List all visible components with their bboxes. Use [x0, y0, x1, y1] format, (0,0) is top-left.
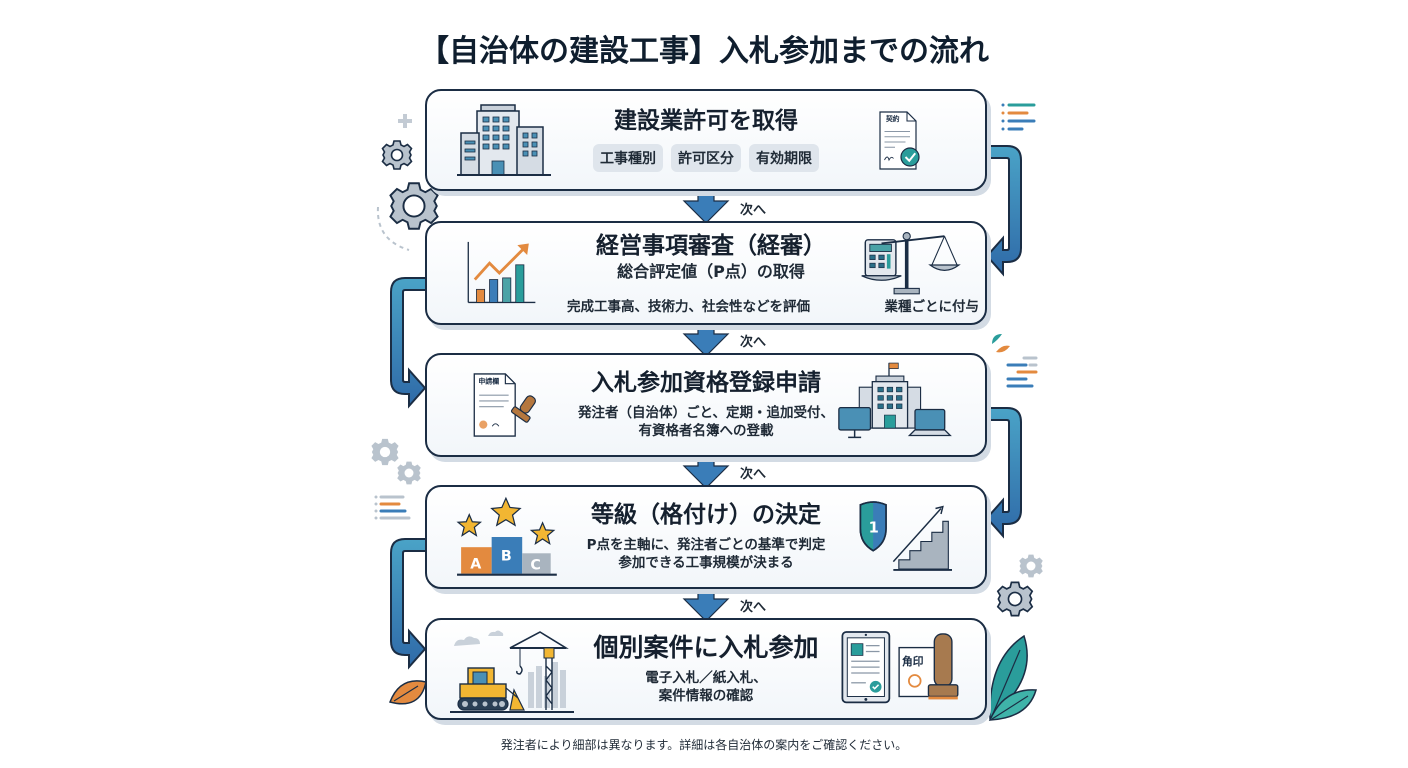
growth-chart-icon — [467, 241, 536, 304]
gear-icon — [996, 581, 1034, 617]
tag-list: 工事種別 許可区分 有効期限 — [593, 143, 819, 172]
contract-document-check-icon: 契約 — [879, 111, 920, 170]
step-description-line-2: 案件情報の確認 — [658, 688, 754, 704]
dashed-arc-decoration — [376, 206, 410, 251]
step-description-line-1: P点を主軸に、発注者ごとの基準で判定 — [586, 536, 826, 553]
plus-sparkle-icon — [398, 114, 412, 128]
down-arrow-icon — [682, 322, 730, 356]
teal-leaves-icon — [988, 634, 1037, 721]
step-description-line-1: 電子入札／紙入札、 — [645, 669, 767, 686]
step-1-construction-license: 建設業許可を取得 工事種別 許可区分 有効期限 契約 — [425, 89, 987, 191]
next-label: 次へ — [740, 203, 767, 218]
podium-label-a: A — [470, 557, 481, 573]
side-note-per-industry: 業種ごとに付与 — [884, 299, 980, 315]
construction-site-icon — [450, 630, 574, 713]
next-label: 次へ — [740, 335, 767, 350]
next-label: 次へ — [740, 467, 767, 482]
step-title: 経営事項審査（経審） — [596, 233, 826, 259]
step-description-line-2: 有資格者名簿への登載 — [638, 422, 774, 439]
text-lines-decoration — [374, 495, 411, 520]
step-2-business-evaluation: 経営事項審査（経審） 総合評定値（P点）の取得 完成工事高、技術力、社会性などを… — [425, 221, 987, 325]
step-3-bid-qualification-registration: 申請欄 入札参加資格登録申請 発注者（自治体）ごと、定期・追加受付、 有資格者名… — [425, 353, 987, 457]
shield-rank-label: 1 — [869, 519, 879, 536]
next-label: 次へ — [740, 600, 767, 615]
tablet-seal-stamp-icon: 角印 — [841, 631, 959, 704]
city-hall-computers-icon — [838, 362, 952, 439]
podium-label-b: B — [501, 548, 512, 564]
step-description-line-2: 参加できる工事規模が決まる — [618, 554, 794, 571]
step-5-bid-participation: 個別案件に入札参加 電子入札／紙入札、 案件情報の確認 角印 — [425, 618, 987, 720]
tag-work-type: 工事種別 — [593, 143, 663, 172]
gear-icon — [381, 140, 413, 170]
orange-leaf-icon — [388, 680, 427, 705]
step-title: 入札参加資格登録申請 — [591, 369, 821, 396]
leaf-sparkle-icon — [992, 334, 1010, 353]
contract-label: 契約 — [885, 114, 900, 123]
step-description: 完成工事高、技術力、社会性などを評価 — [567, 299, 810, 315]
podium-label-c: C — [530, 558, 540, 574]
office-building-icon — [457, 104, 551, 176]
gear-icon — [1019, 554, 1043, 578]
application-form-stamp-icon: 申請欄 — [473, 373, 536, 437]
calculator-scale-icon — [861, 232, 961, 295]
connector-arrow-step4-to-step5 — [390, 538, 427, 670]
connector-arrow-step1-to-step2 — [985, 145, 1022, 277]
text-lines-decoration — [1001, 103, 1036, 131]
shield-rank-stairs-icon: 1 — [859, 501, 952, 571]
down-arrow-icon — [682, 587, 730, 621]
step-subtitle: 総合評定値（P点）の取得 — [617, 261, 805, 281]
down-arrow-icon — [682, 189, 730, 223]
connector-arrow-step2-to-step3 — [390, 277, 427, 409]
seal-label: 角印 — [902, 655, 924, 668]
step-title: 建設業許可を取得 — [614, 108, 798, 135]
ranking-podium-stars-icon: A B C — [456, 496, 557, 576]
step-description-line-1: 発注者（自治体）ごと、定期・追加受付、 — [578, 404, 834, 421]
form-label: 申請欄 — [478, 377, 499, 386]
connector-arrow-step3-to-step4 — [985, 407, 1022, 539]
step-title: 個別案件に入札参加 — [593, 632, 819, 662]
tag-license-category: 許可区分 — [671, 143, 741, 172]
step-title: 等級（格付け）の決定 — [591, 501, 821, 528]
gear-large-icon — [389, 182, 439, 230]
text-lines-decoration — [1006, 356, 1038, 388]
page-title: 【自治体の建設工事】入札参加までの流れ — [419, 34, 989, 69]
down-arrow-icon — [682, 454, 730, 488]
tag-expiry: 有効期限 — [749, 143, 819, 172]
footnote: 発注者により細部は異なります。詳細は各自治体の案内をご確認ください。 — [500, 738, 908, 752]
gear-icon — [397, 461, 421, 485]
step-4-grade-determination: A B C 等級（格付け）の決定 P点を主軸に、発注者ごとの基準で判定 参加でき… — [425, 485, 987, 589]
gear-icon — [371, 438, 399, 466]
